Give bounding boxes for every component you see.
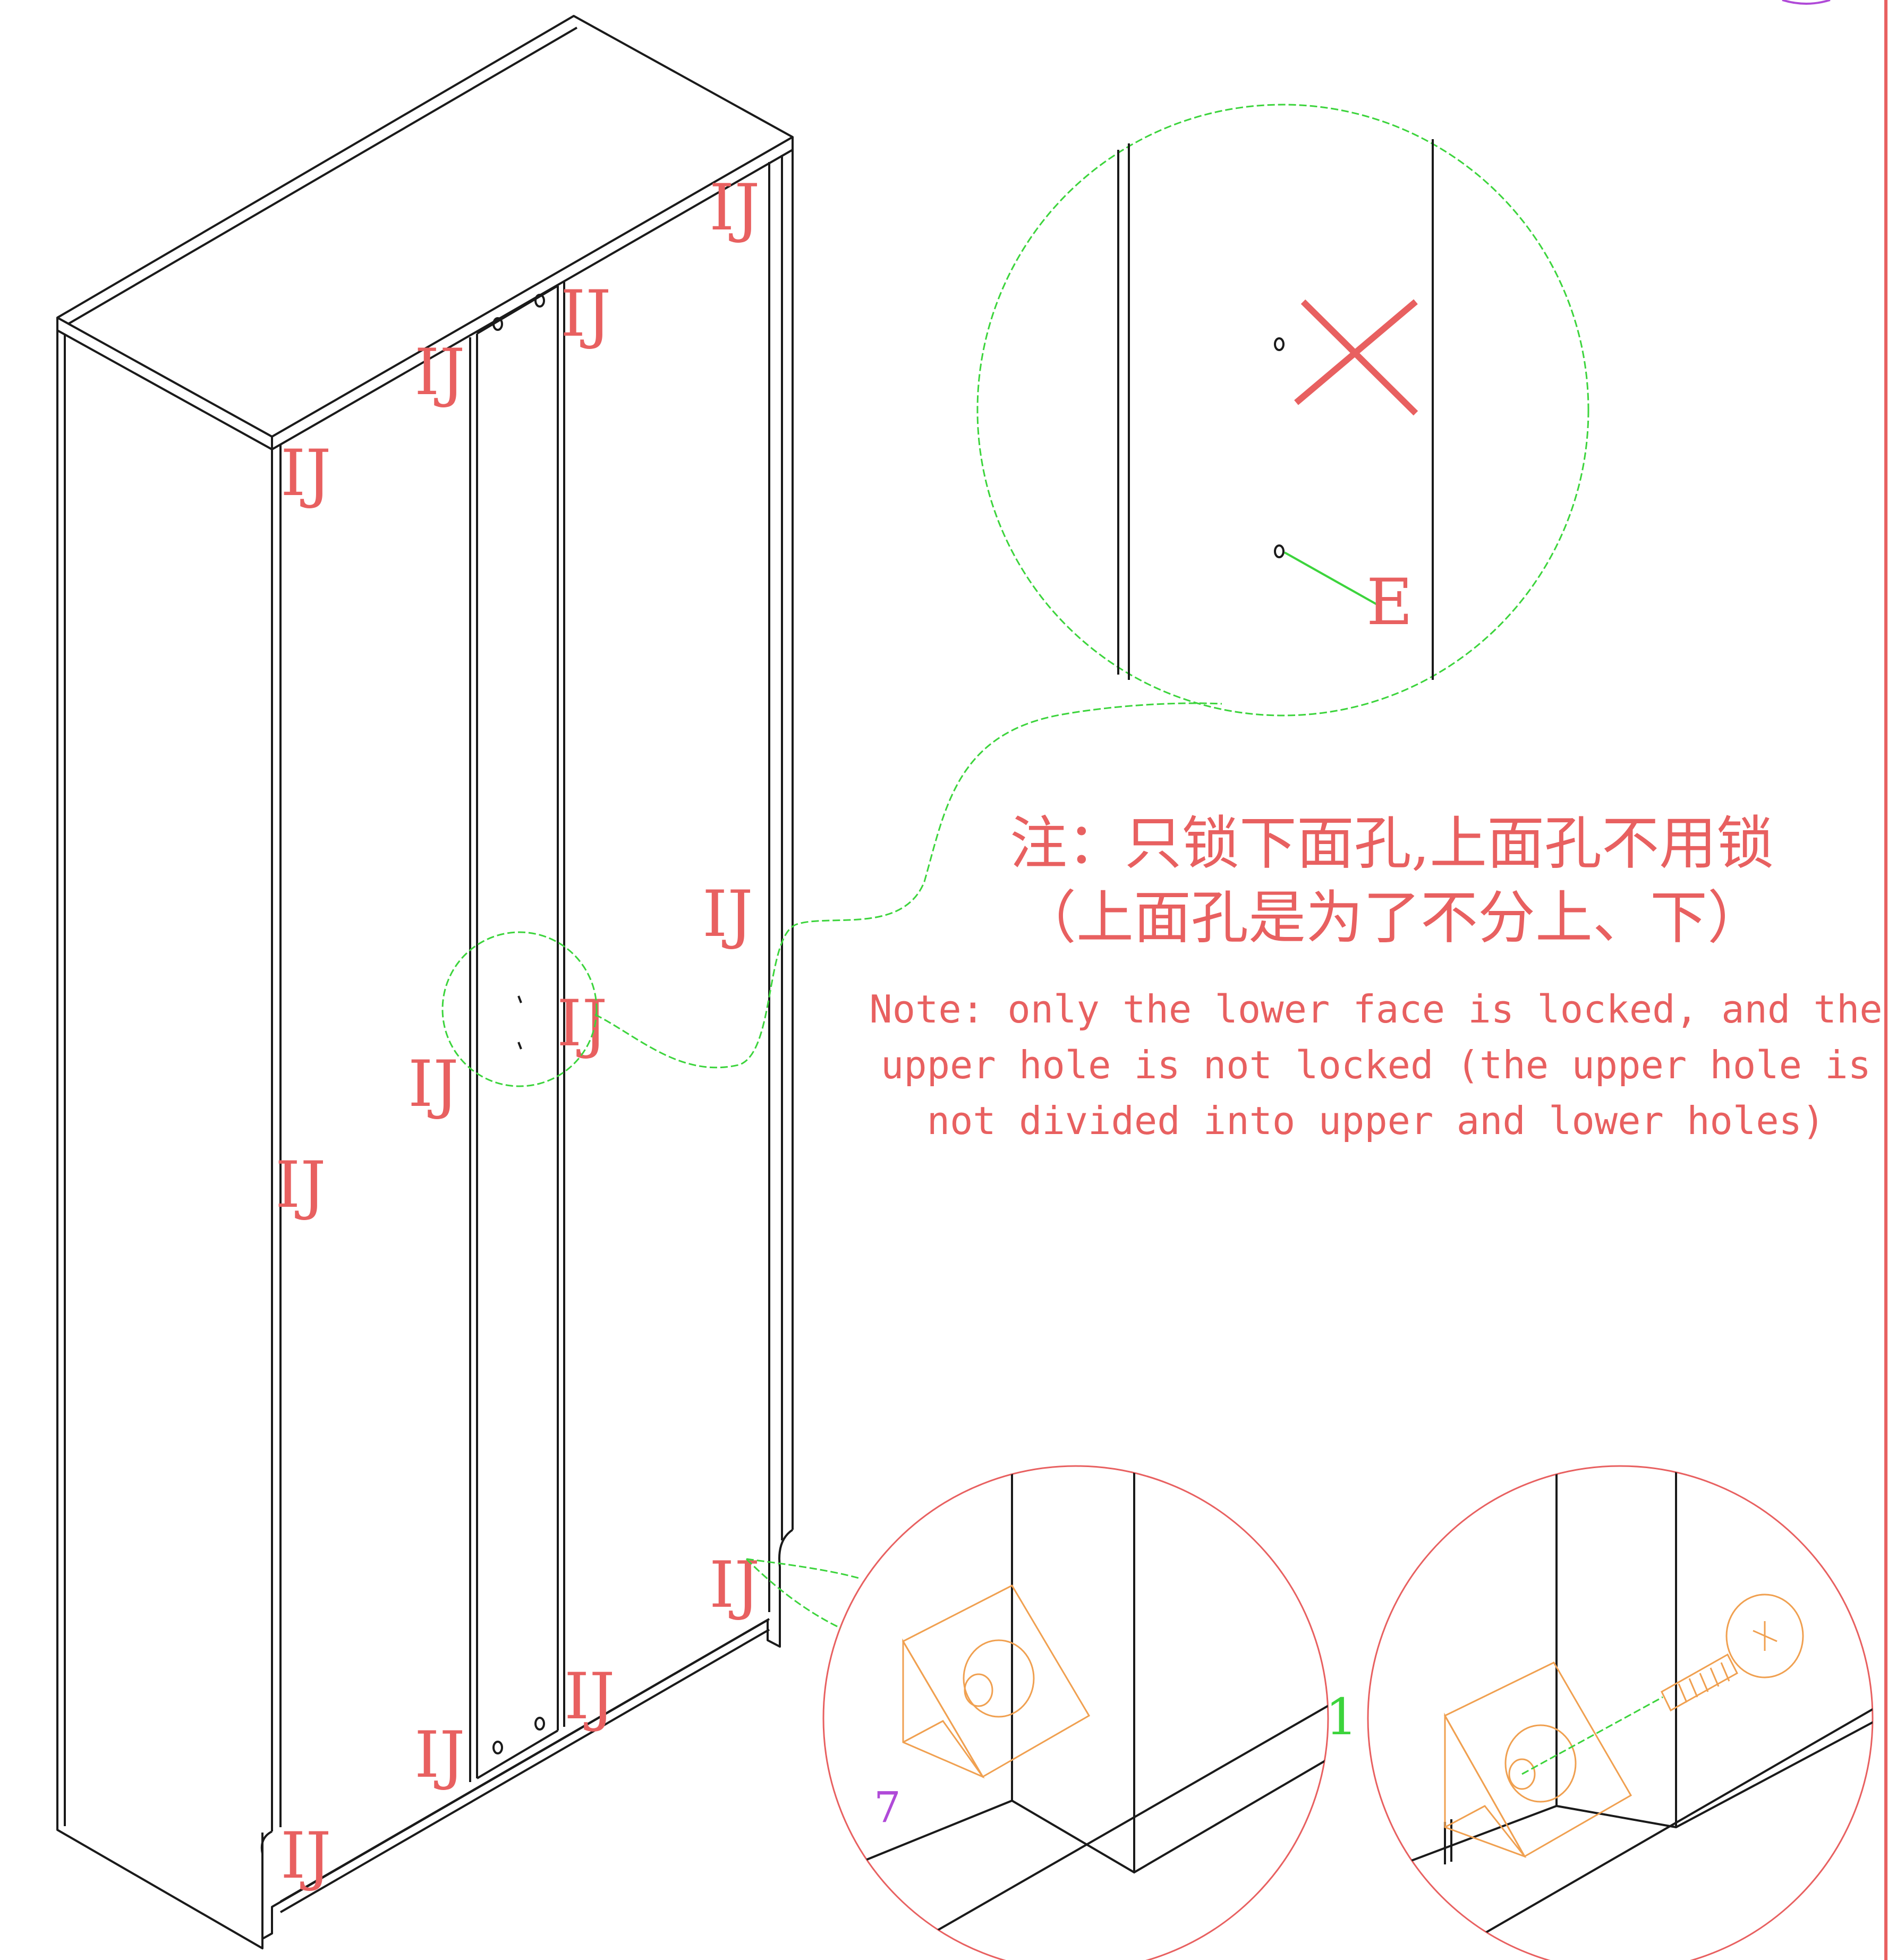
callout-circle-small [441, 931, 598, 1087]
part-label-ij: IJ [408, 1047, 459, 1121]
part-label-ij: IJ [275, 1148, 326, 1222]
detail-bottom-left-circle [822, 1465, 1329, 1960]
screw-icon [1661, 1593, 1804, 1712]
detail-bottom-left: 7 1 [745, 1465, 1357, 1960]
part-label-ij: IJ [709, 171, 760, 245]
part-label-ij: IJ [280, 1819, 331, 1893]
note-zh-line1: 注：只锁下面孔,上面孔不用锁 [1010, 811, 1774, 877]
step-mark-right: 1 [1325, 1688, 1357, 1746]
note-en-line2: upper hole is not locked (the upper hole… [881, 1043, 1871, 1087]
note-en-line3: not divided into upper and lower holes) [927, 1098, 1825, 1143]
step-mark-left: 7 [874, 1783, 901, 1832]
detail-top: E [976, 104, 1589, 717]
corner-bracket-screwed [1443, 1661, 1632, 1858]
part-label-ij: IJ [414, 336, 465, 410]
detail-bottom-right [1367, 1465, 1874, 1960]
callout-connector [441, 702, 1222, 1087]
corner-mark [1782, 0, 1831, 5]
part-label-ij: IJ [557, 987, 608, 1061]
part-label-ij: IJ [564, 1660, 615, 1734]
detail-bottom-right-circle [1367, 1465, 1874, 1960]
part-label-ij: IJ [280, 437, 331, 510]
crossed-hole-x-mark [1294, 299, 1418, 416]
part-label-ij: IJ [414, 1718, 465, 1792]
hole-label-e: E [1366, 566, 1413, 640]
cabinet-outline [56, 15, 794, 1949]
corner-bracket [902, 1584, 1091, 1779]
part-label-ij: IJ [560, 277, 611, 351]
assembly-note: 注：只锁下面孔,上面孔不用锁 （上面孔是为了不分上、下） Note: only … [869, 811, 1882, 1143]
part-label-ij: IJ [709, 1548, 760, 1622]
note-en-line1: Note: only the lower face is locked, and… [869, 987, 1882, 1032]
part-label-ij: IJ [702, 877, 753, 951]
part-labels: IJ IJ IJ IJ IJ IJ IJ IJ IJ IJ IJ IJ [275, 171, 760, 1893]
detail-top-circle [976, 104, 1589, 717]
note-zh-line2: （上面孔是为了不分上、下） [1019, 885, 1765, 951]
cabinet-left-side [56, 330, 263, 1949]
